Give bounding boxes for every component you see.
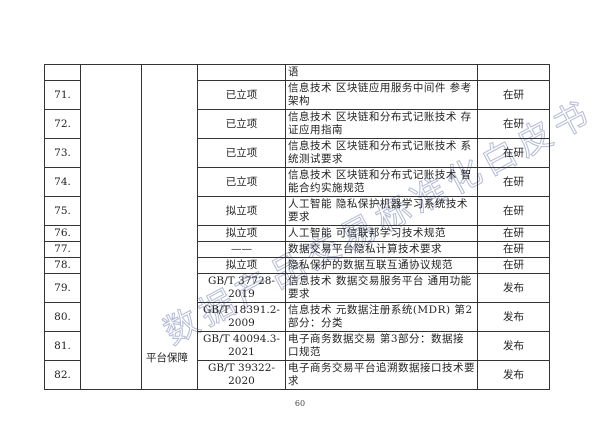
standard-name: 信息技术 区块链和分布式记账技术 智能合约实施规范 [285, 167, 478, 197]
table-row: 76. 拟立项人工智能 可信联邦学习技术规范在研 [44, 225, 550, 242]
standard-status: 发布 [477, 331, 550, 361]
row-number: 78. [44, 257, 81, 274]
standard-status: 在研 [477, 257, 550, 274]
row-number: 75. [44, 196, 81, 226]
row-number: 80. [44, 302, 81, 332]
standard-code: 已立项 [197, 167, 286, 197]
table-row: 72. 已立项信息技术 区块链和分布式记账技术 存证应用指南在研 [44, 109, 550, 139]
standard-status: 在研 [477, 225, 550, 242]
standard-status [477, 64, 550, 81]
table-row: 71. 已立项信息技术 区块链应用服务中间件 参考架构在研 [44, 80, 550, 110]
standard-name: 信息技术 区块链应用服务中间件 参考架构 [285, 80, 478, 110]
table-row: 74. 已立项信息技术 区块链和分布式记账技术 智能合约实施规范在研 [44, 167, 550, 197]
row-number [44, 64, 81, 81]
standard-name: 信息技术 元数据注册系统(MDR) 第2部分：分类 [285, 302, 478, 332]
standard-name: 电子商务数据交易 第3部分：数据接口规范 [285, 331, 478, 361]
standard-name: 人工智能 可信联邦学习技术规范 [285, 225, 478, 242]
standard-code: GB/T 39322-2020 [197, 360, 286, 390]
standard-status: 在研 [477, 167, 550, 197]
standard-status: 发布 [477, 302, 550, 332]
standard-status: 在研 [477, 196, 550, 226]
standard-code: GB/T 40094.3-2021 [197, 331, 286, 361]
row-number: 71. [44, 80, 81, 110]
page-number: 60 [294, 399, 306, 408]
blank-column [80, 64, 142, 390]
standard-name: 数据交易平台隐私计算技术要求 [285, 241, 478, 258]
standard-code: 拟立项 [197, 225, 286, 242]
row-number: 76. [44, 225, 81, 242]
standard-name: 隐私保护的数据互联互通协议规范 [285, 257, 478, 274]
standard-name: 人工智能 隐私保护机器学习系统技术要求 [285, 196, 478, 226]
standard-code: GB/T 18391.2-2009 [197, 302, 286, 332]
standard-name: 信息技术 区块链和分布式记账技术 存证应用指南 [285, 109, 478, 139]
row-number: 82. [44, 360, 81, 390]
standard-name: 信息技术 区块链和分布式记账技术 系统测试要求 [285, 138, 478, 168]
standard-status: 在研 [477, 80, 550, 110]
standard-name: 电子商务交易平台追溯数据接口技术要求 [285, 360, 478, 390]
table-row: 77. ——数据交易平台隐私计算技术要求在研 [44, 241, 550, 258]
standard-status: 在研 [477, 138, 550, 168]
standard-code [197, 64, 286, 81]
table-row: 73. 已立项信息技术 区块链和分布式记账技术 系统测试要求在研 [44, 138, 550, 168]
table-row: 平台保障 语 [44, 64, 550, 390]
row-number: 74. [44, 167, 81, 197]
standard-status: 在研 [477, 241, 550, 258]
category-cell: 平台保障 [141, 64, 198, 390]
row-number: 73. [44, 138, 81, 168]
row-number: 72. [44, 109, 81, 139]
standard-code: GB/T 37728-2019 [197, 273, 286, 303]
row-number: 77. [44, 241, 81, 258]
table-row: 78. 拟立项隐私保护的数据互联互通协议规范在研 [44, 257, 550, 274]
standard-code: 已立项 [197, 109, 286, 139]
category-label: 平台保障 [146, 352, 188, 364]
standard-code: 拟立项 [197, 196, 286, 226]
row-number: 79. [44, 273, 81, 303]
standard-code: 已立项 [197, 138, 286, 168]
standard-name: 语 [285, 64, 478, 81]
standard-name: 信息技术 数据交易服务平台 通用功能要求 [285, 273, 478, 303]
standard-status: 发布 [477, 360, 550, 390]
row-number: 81. [44, 331, 81, 361]
table-row: 75. 拟立项人工智能 隐私保护机器学习系统技术要求在研 [44, 196, 550, 226]
standard-status: 在研 [477, 109, 550, 139]
standard-code: 已立项 [197, 80, 286, 110]
standard-code: —— [197, 241, 286, 258]
standard-code: 拟立项 [197, 257, 286, 274]
standard-status: 发布 [477, 273, 550, 303]
